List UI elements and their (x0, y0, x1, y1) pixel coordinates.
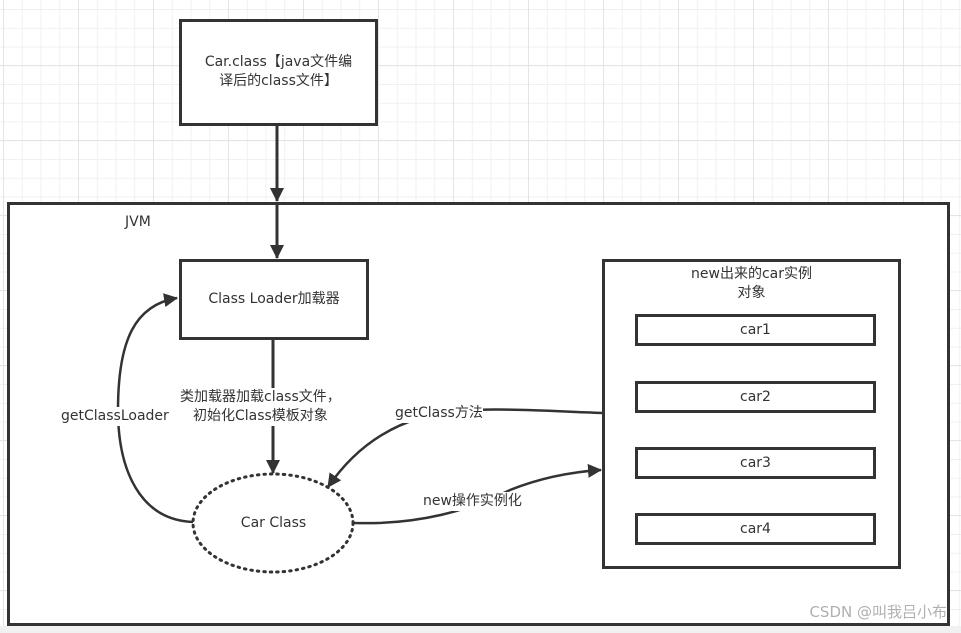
edge-label-get-class: getClass方法 (395, 404, 483, 423)
car-class-node[interactable] (191, 472, 355, 574)
car-instance-4[interactable]: car4 (635, 513, 876, 545)
car-instance-1[interactable]: car1 (635, 314, 876, 346)
instances-title-line1: new出来的car实例 (691, 266, 812, 282)
car-instance-2[interactable]: car2 (635, 381, 876, 413)
class-loader-label: Class Loader加载器 (208, 291, 340, 307)
edge-label-get-class-loader: getClassLoader (61, 407, 169, 426)
car-class-file-node[interactable] (179, 19, 378, 126)
edge-label-load-class: 类加载器加载class文件， 初始化Class模板对象 (180, 388, 341, 426)
car-class-file-label-line2: 译后的class文件】 (219, 73, 338, 89)
canvas-bottom-band (0, 626, 961, 633)
edge-label-new-instance: new操作实例化 (423, 492, 522, 511)
csdn-watermark: CSDN @叫我吕小布 (809, 603, 947, 621)
car-instance-3[interactable]: car3 (635, 447, 876, 479)
jvm-label: JVM (125, 214, 151, 230)
edge-label-load-class-line1: 类加载器加载class文件， (180, 389, 341, 405)
car-class-label: Car Class (240, 515, 307, 531)
edge-label-load-class-line2: 初始化Class模板对象 (192, 408, 328, 424)
instances-title: new出来的car实例 对象 (602, 265, 901, 303)
instances-title-line2: 对象 (737, 285, 766, 301)
car-class-file-label: Car.class【java文件编 译后的class文件】 (179, 53, 378, 91)
car-class-file-label-line1: Car.class【java文件编 (204, 54, 353, 70)
class-loader-node[interactable] (179, 259, 369, 340)
